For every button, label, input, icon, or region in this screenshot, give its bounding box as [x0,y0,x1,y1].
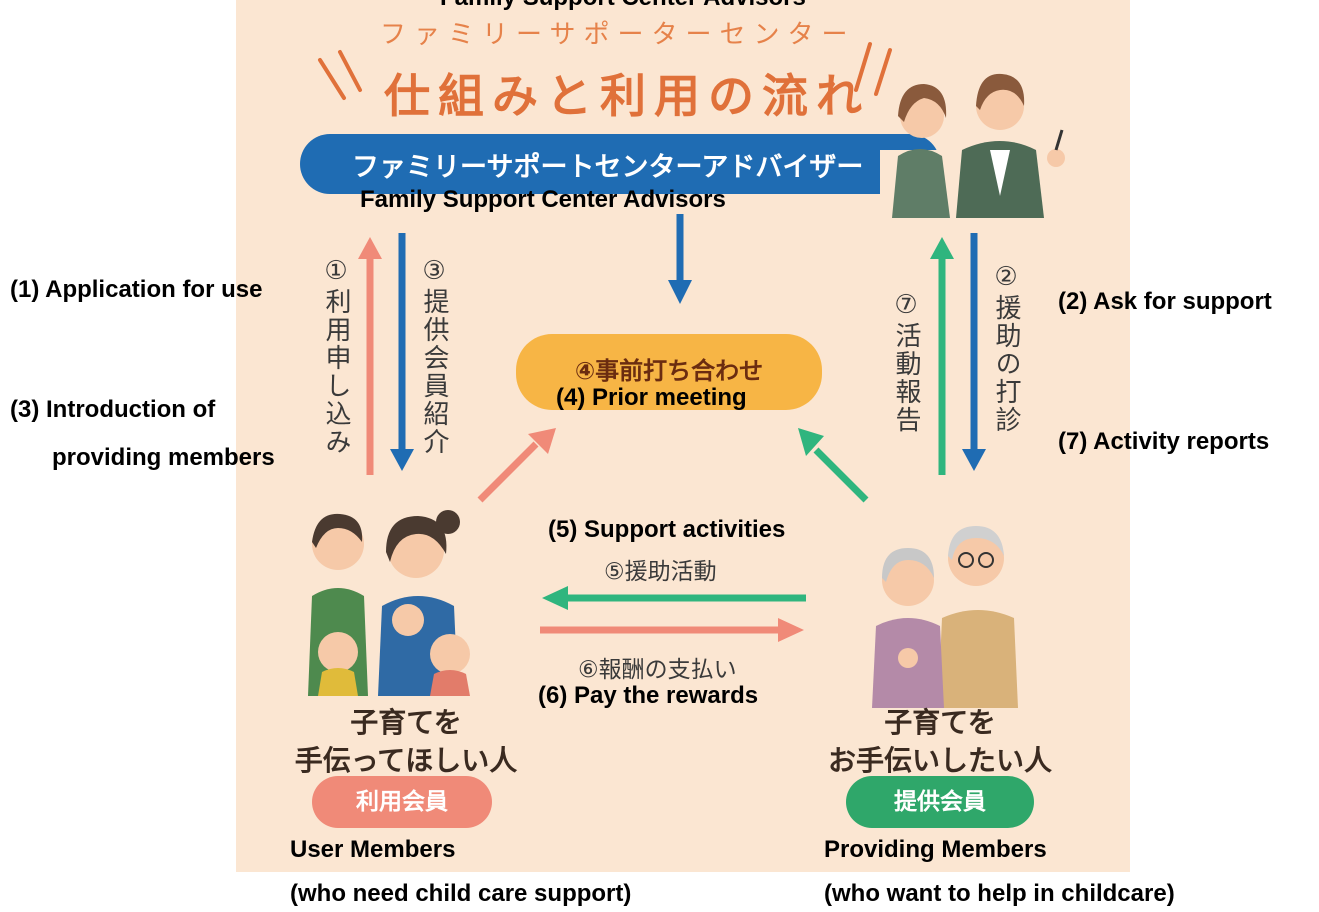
step6-jp: ⑥報酬の支払い [578,657,737,683]
step2-en: (2) Ask for support [1058,288,1272,315]
user-members-badge: 利用会員 [312,776,492,828]
step3-jp: ③提供会員紹介 [419,256,449,456]
heading-title: 仕組みと利用の流れ [384,69,870,123]
advisor-jp-label: ファミリーサポートセンターアドバイザー [352,151,864,183]
family-illustration-icon [308,510,470,696]
step6-en: (6) Pay the rewards [538,682,759,709]
arrow-down-center [668,214,692,304]
prior-meeting-pill: ④事前打ち合わせ [516,334,822,410]
providing-members-en-line1: Providing Members [824,836,1047,863]
step4-jp: ④事前打ち合わせ [574,357,764,385]
step2-jp: ②援助の打診 [991,262,1021,434]
arrows-user-advisor [358,233,414,475]
step7-jp: ⑦活動報告 [891,290,921,434]
advisors-illustration-icon [880,73,1080,218]
providing-members-en-line2: (who want to help in childcare) [824,880,1175,907]
user-members-en-line1: User Members [290,836,456,863]
heading-accent-right-icon [854,42,892,96]
step5-jp: ⑤援助活動 [604,559,717,585]
providing-members-jp-line2: お手伝いしたい人 [827,743,1052,777]
arrow-diag-user-to-meeting [477,428,556,503]
step5-en: (5) Support activities [548,516,786,543]
providing-members-jp-line1: 子育てを [884,706,996,739]
arrow-diag-provider-to-meeting [798,428,869,503]
step7-en: (7) Activity reports [1058,428,1270,455]
step1-en: (1) Application for use [10,276,263,303]
user-members-jp-line2: 手伝ってほしい人 [294,743,518,777]
elderly-couple-illustration-icon [872,526,1018,708]
heading-accent-left-icon [318,50,362,100]
user-members-jp: 子育てを 手伝ってほしい人 [286,704,526,780]
providing-members-jp: 子育てを お手伝いしたい人 [820,704,1060,780]
step4-en: (4) Prior meeting [556,384,747,411]
arrows-support-payment [540,586,806,642]
top-caption: Family Support Center Advisors [440,0,806,13]
step3-en-line1: (3) Introduction of [10,396,216,423]
advisor-en-label: Family Support Center Advisors [360,186,726,213]
step3-en-line2: providing members [52,444,275,471]
providing-members-badge: 提供会員 [846,776,1034,828]
user-members-en-line2: (who need child care support) [290,880,632,907]
user-members-jp-line1: 子育てを [350,706,462,739]
arrows-provider-advisor [930,233,986,475]
step1-jp: ①利用申し込み [321,256,351,456]
heading-subtitle: ファミリーサポーターセンター [380,20,856,50]
advisor-bar: ファミリーサポートセンターアドバイザー [300,134,940,194]
